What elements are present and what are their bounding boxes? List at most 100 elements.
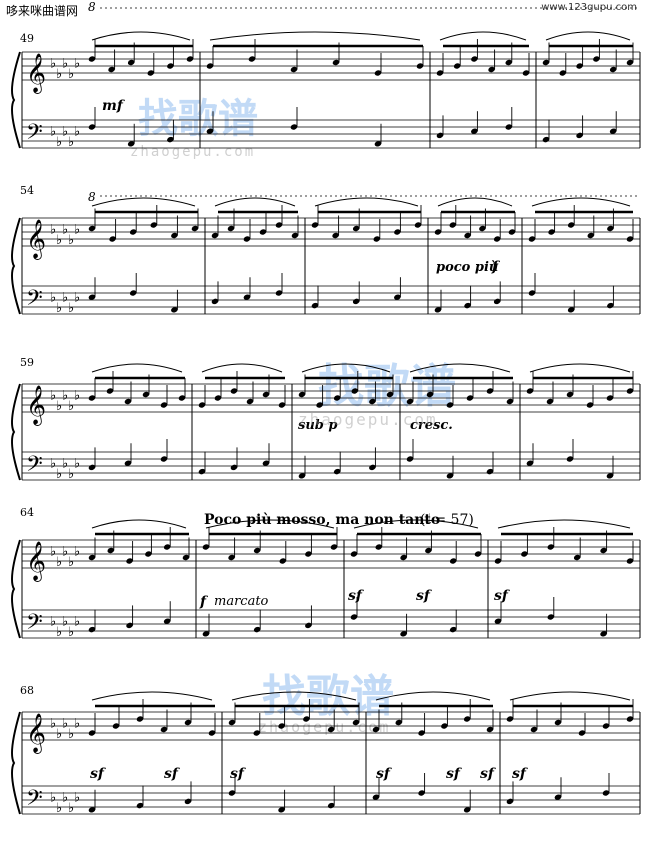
site-url: www.123gupu.com xyxy=(541,2,637,13)
note-head xyxy=(453,63,461,69)
note-head xyxy=(298,391,306,398)
expression-poco-piu: poco più xyxy=(436,260,499,275)
note-head xyxy=(160,726,168,733)
note-head xyxy=(526,460,534,466)
flat-icon: ♭ xyxy=(68,555,74,570)
note-head xyxy=(386,391,394,398)
note-head xyxy=(243,294,251,300)
bass-clef-icon: 𝄢 xyxy=(26,286,43,316)
note-head xyxy=(291,232,299,239)
note-head xyxy=(160,456,168,462)
note-head xyxy=(486,388,494,394)
note-head xyxy=(586,402,594,408)
note-head xyxy=(160,402,168,408)
note-head xyxy=(606,395,614,401)
note-head xyxy=(542,59,550,66)
slur xyxy=(231,691,357,701)
flat-icon: ♭ xyxy=(62,615,68,630)
note-head xyxy=(626,388,634,394)
note-head xyxy=(262,391,270,398)
slur xyxy=(91,519,187,529)
note-head xyxy=(373,236,381,242)
note-head xyxy=(198,468,206,475)
note-head xyxy=(316,402,323,408)
tempo-marking: Poco più mosso, ma non tanto xyxy=(204,512,441,528)
note-head xyxy=(606,473,614,479)
flat-icon: ♭ xyxy=(50,291,56,306)
note-head xyxy=(136,802,144,809)
flat-icon: ♭ xyxy=(50,791,56,806)
flat-icon: ♭ xyxy=(56,301,62,316)
note-head xyxy=(626,716,634,722)
flat-icon: ♭ xyxy=(50,57,56,72)
note-head xyxy=(464,232,471,239)
note-head xyxy=(602,723,610,729)
note-head xyxy=(163,544,171,550)
note-head xyxy=(305,622,312,629)
note-head xyxy=(253,626,261,633)
note-head xyxy=(127,141,135,147)
slur xyxy=(439,31,527,41)
slur xyxy=(205,519,335,529)
ottava-mark-top: 8 xyxy=(88,0,96,14)
note-head xyxy=(508,229,516,235)
flat-icon: ♭ xyxy=(50,457,56,472)
flat-icon: ♭ xyxy=(56,233,62,248)
note-head xyxy=(253,547,261,554)
note-head xyxy=(471,56,478,62)
note-head xyxy=(88,124,96,130)
note-head xyxy=(602,790,610,796)
treble-clef-icon: 𝄞 xyxy=(26,219,46,260)
dynamic-f: f xyxy=(492,259,499,275)
note-head xyxy=(493,236,501,242)
flat-icon: ♭ xyxy=(74,791,80,806)
slur xyxy=(314,197,419,207)
note-head xyxy=(202,544,210,550)
note-head xyxy=(418,790,425,796)
slur xyxy=(531,197,631,207)
note-head xyxy=(350,614,358,620)
slur xyxy=(409,363,511,373)
treble-clef-icon: 𝄞 xyxy=(26,541,46,582)
note-head xyxy=(494,618,502,624)
note-head xyxy=(600,631,607,637)
slur xyxy=(529,363,631,373)
note-head xyxy=(88,807,96,813)
dynamic-sf: sf xyxy=(494,588,508,604)
flat-icon: ♭ xyxy=(74,615,80,630)
note-head xyxy=(434,307,442,313)
note-head xyxy=(505,59,513,66)
flat-icon: ♭ xyxy=(56,67,62,82)
note-head xyxy=(290,66,298,73)
slur xyxy=(437,197,513,207)
note-head xyxy=(279,558,287,564)
note-head xyxy=(626,236,634,242)
note-head xyxy=(626,558,634,564)
note-head xyxy=(578,730,586,736)
flat-icon: ♭ xyxy=(56,625,62,640)
note-head xyxy=(464,302,471,309)
note-head xyxy=(372,794,380,800)
note-head xyxy=(547,544,555,550)
bass-clef-icon: 𝄢 xyxy=(26,610,43,640)
note-head xyxy=(528,236,536,242)
note-head xyxy=(369,464,376,471)
note-head xyxy=(278,807,285,813)
flat-icon: ♭ xyxy=(62,291,68,306)
flat-icon: ♭ xyxy=(68,399,74,414)
note-head xyxy=(418,730,425,736)
note-head xyxy=(607,225,614,232)
measure-number: 68 xyxy=(20,684,34,697)
flat-icon: ♭ xyxy=(50,389,56,404)
note-head xyxy=(184,798,192,805)
note-head xyxy=(184,719,192,726)
note-head xyxy=(332,232,339,239)
note-head xyxy=(486,468,494,475)
note-head xyxy=(546,398,554,405)
note-head xyxy=(567,222,575,228)
note-head xyxy=(593,56,600,62)
flat-icon: ♭ xyxy=(74,457,80,472)
dynamic-mf: mf xyxy=(102,98,123,114)
expression-marcato: marcato xyxy=(214,594,269,609)
note-head xyxy=(305,551,312,557)
